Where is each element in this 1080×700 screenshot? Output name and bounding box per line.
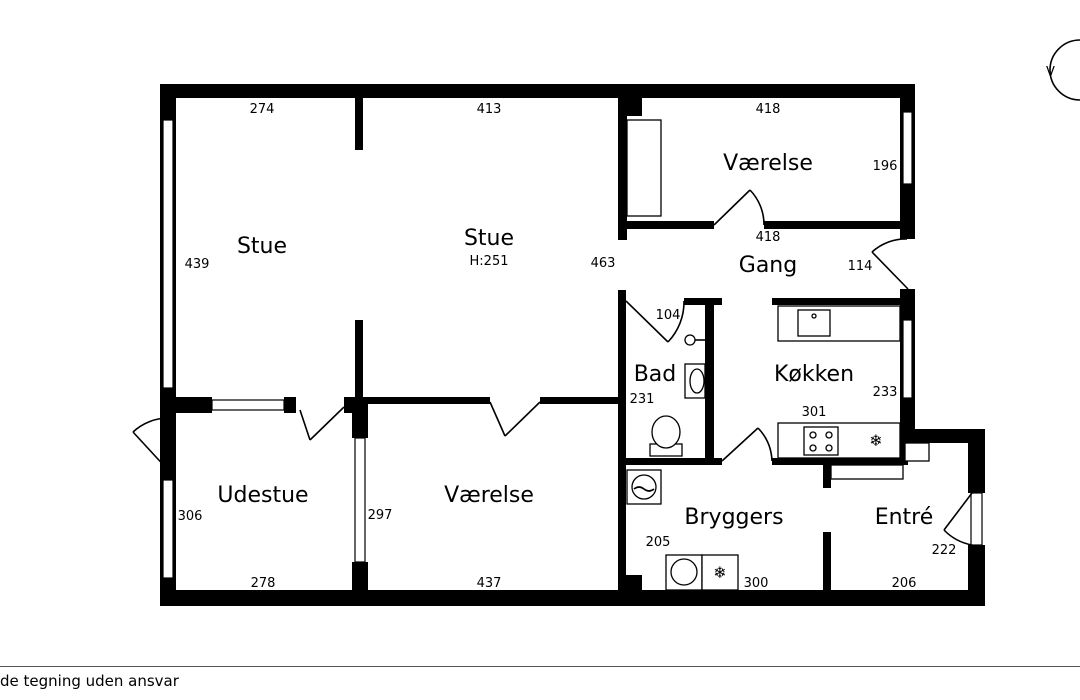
wall-bad-top bbox=[684, 298, 722, 305]
door-udestue-exterior bbox=[132, 417, 169, 471]
wall-bryggers-post bbox=[823, 458, 831, 488]
dryer-icon bbox=[665, 554, 703, 591]
wall-bad-left bbox=[618, 290, 626, 600]
wall-mid-horizontal-a bbox=[160, 397, 212, 413]
dim-vaerelse-bottom-width: 437 bbox=[477, 576, 502, 591]
room-label-gang: Gang bbox=[739, 253, 797, 278]
door-vaerelse-top bbox=[713, 189, 765, 226]
wall-kitchen-top bbox=[772, 298, 910, 305]
footer-divider bbox=[0, 666, 1080, 667]
dim-entre-height: 222 bbox=[932, 543, 957, 558]
dim-bad-height: 231 bbox=[630, 392, 655, 407]
wall-top bbox=[160, 84, 915, 98]
dim-vaerelse-top-width: 418 bbox=[756, 102, 781, 117]
window-kitchen-right bbox=[902, 319, 913, 399]
wall-entre-top bbox=[913, 429, 985, 443]
freezer-icon: ❄ bbox=[701, 554, 739, 591]
window-stue-left bbox=[162, 119, 174, 389]
dim-entry-door: 114 bbox=[848, 259, 873, 274]
wall-kitchen-bottom bbox=[772, 458, 908, 465]
svg-text:❄: ❄ bbox=[713, 563, 726, 582]
dim-stue-main-width: 413 bbox=[477, 102, 502, 117]
stove-icon bbox=[803, 426, 839, 456]
entre-shelf bbox=[830, 464, 904, 480]
washbasin-icon bbox=[684, 363, 706, 399]
dim-stue-left-width: 274 bbox=[250, 102, 275, 117]
dim-kokken-height: 233 bbox=[873, 385, 898, 400]
window-vaerelse-top-right bbox=[902, 111, 913, 185]
dim-bryggers-width: 300 bbox=[744, 576, 769, 591]
snowflake-icon: ❄ bbox=[869, 431, 882, 450]
dim-entre-width: 206 bbox=[892, 576, 917, 591]
room-label-vaerelse-top: Værelse bbox=[723, 151, 813, 176]
room-label-bad: Bad bbox=[634, 362, 677, 387]
kitchen-counter-bottom bbox=[777, 422, 901, 459]
door-udestue bbox=[299, 406, 345, 441]
wall-vaerelse-top-left bbox=[618, 98, 627, 240]
washing-machine-icon bbox=[626, 469, 662, 505]
dim-udestue-height: 306 bbox=[178, 509, 203, 524]
wall-vaerelse-top-bottom-a bbox=[618, 221, 714, 229]
dim-stue-left-height: 439 bbox=[185, 257, 210, 272]
wall-udestue-right-lower bbox=[352, 562, 368, 602]
dim-vaerelse-bottom-height: 297 bbox=[368, 508, 393, 523]
room-ceiling-height: H:251 bbox=[470, 254, 509, 269]
compass-label: V bbox=[1046, 65, 1055, 80]
window-udestue-right bbox=[354, 437, 366, 563]
window-udestue-left bbox=[162, 479, 174, 579]
room-label-stue-left: Stue bbox=[237, 234, 287, 259]
wall-entre-right-lower bbox=[968, 545, 985, 606]
shower-icon bbox=[684, 334, 705, 346]
door-entry bbox=[871, 238, 909, 290]
room-label-udestue: Udestue bbox=[217, 483, 308, 508]
door-bryggers bbox=[721, 427, 773, 462]
dim-bad-door: 104 bbox=[656, 308, 681, 323]
doors bbox=[132, 189, 973, 546]
dim-gang-width: 418 bbox=[756, 230, 781, 245]
wall-bryggers-entre bbox=[823, 532, 831, 602]
kitchen-counter-top bbox=[777, 305, 901, 342]
window-udestue-top bbox=[211, 399, 285, 411]
room-label-bryggers: Bryggers bbox=[684, 505, 783, 530]
door-entre bbox=[943, 492, 973, 546]
wall-bad-right bbox=[705, 298, 714, 464]
walls bbox=[160, 84, 985, 606]
wall-mid-horizontal-c bbox=[362, 397, 490, 404]
compass-circle bbox=[1049, 39, 1080, 101]
wall-bottom-post-a bbox=[618, 575, 642, 602]
footer-disclaimer: de tegning uden ansvar bbox=[0, 672, 179, 690]
wall-bad-bottom bbox=[618, 458, 722, 465]
room-label-entre: Entré bbox=[875, 505, 934, 530]
dim-vaerelse-top-height: 196 bbox=[873, 159, 898, 174]
dim-stue-main-depth: 463 bbox=[591, 256, 616, 271]
wall-vaerelse-top-bottom-b bbox=[764, 221, 906, 229]
dim-bryggers-height: 205 bbox=[646, 535, 671, 550]
wall-mid-horizontal-d bbox=[540, 397, 622, 404]
dim-udestue-width: 278 bbox=[251, 576, 276, 591]
wall-bottom bbox=[160, 590, 985, 606]
room-label-kokken: Køkken bbox=[774, 362, 854, 387]
window-entre-right bbox=[970, 492, 983, 546]
toilet-icon bbox=[649, 415, 683, 457]
compass: V bbox=[1046, 39, 1080, 101]
room-label-stue-main: Stue bbox=[464, 226, 514, 251]
dimension-labels: 274 413 418 196 418 439 463 114 104 231 … bbox=[178, 102, 957, 591]
room-label-vaerelse-bottom: Værelse bbox=[444, 483, 534, 508]
entre-cabinet bbox=[904, 442, 930, 462]
dim-kokken-width: 301 bbox=[802, 405, 827, 420]
door-bad bbox=[625, 300, 685, 343]
wardrobe bbox=[626, 119, 662, 217]
wall-entre-right-upper bbox=[968, 429, 985, 493]
wall-udestue-right bbox=[352, 404, 368, 438]
door-vaerelse-bottom bbox=[489, 401, 541, 437]
wall-mid-horizontal-b bbox=[284, 397, 296, 413]
windows bbox=[162, 111, 983, 579]
wall-stue-divider-top bbox=[355, 98, 363, 150]
room-labels: Stue Stue H:251 Værelse Gang Bad Køkken … bbox=[217, 151, 933, 530]
wall-stue-divider-bottom bbox=[355, 320, 363, 400]
fixtures: ❄ ❄ bbox=[626, 119, 930, 591]
